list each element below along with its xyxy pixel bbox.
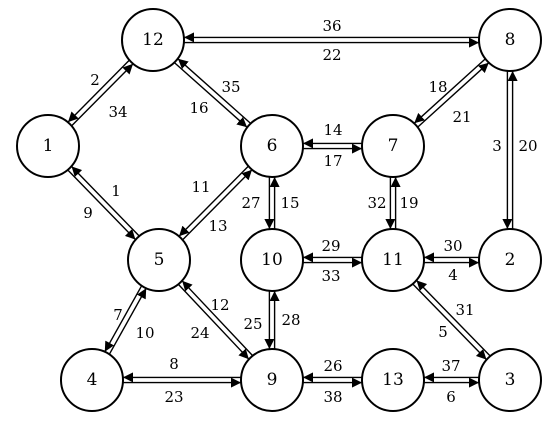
node-label-7: 7: [388, 136, 399, 156]
node-circle-4: [60, 348, 124, 412]
edge-label-13-to-3: 37: [441, 357, 460, 375]
edge-label-6-to-5: 13: [208, 217, 227, 235]
node-13: 13: [361, 348, 425, 412]
node-label-11: 11: [382, 250, 404, 270]
edge-label-10-to-11: 29: [321, 237, 340, 255]
edge-label-11-to-2: 30: [443, 237, 462, 255]
node-circle-12: [121, 8, 185, 72]
node-5: 5: [127, 228, 191, 292]
node-2: 2: [478, 228, 542, 292]
node-9: 9: [240, 348, 304, 412]
edge-label-7-to-8: 18: [428, 78, 447, 96]
edge-label-9-to-4: 23: [164, 388, 183, 406]
edge-arrow-12-to-6: [173, 62, 248, 128]
edge-arrow-6-to-12: [177, 58, 252, 124]
edge-arrow-5-to-9: [177, 283, 250, 360]
node-label-3: 3: [505, 370, 516, 390]
edge-label-11-to-7: 32: [367, 194, 386, 212]
edge-label-12-to-6: 35: [221, 78, 240, 96]
node-6: 6: [240, 114, 304, 178]
edge-label-3-to-13: 6: [446, 388, 456, 406]
edge-label-9-to-10: 25: [243, 315, 262, 333]
node-circle-5: [127, 228, 191, 292]
node-label-12: 12: [142, 30, 164, 50]
edge-arrow-9-to-5: [181, 280, 254, 357]
edge-label-8-to-2: 20: [518, 137, 537, 155]
edge-label-6-to-7: 14: [323, 121, 342, 139]
edge-label-1-to-12: 2: [90, 71, 100, 89]
node-1: 1: [16, 114, 80, 178]
edge-label-11-to-10: 33: [321, 267, 340, 285]
node-circle-1: [16, 114, 80, 178]
node-label-9: 9: [267, 370, 278, 390]
edge-label-11-to-3: 31: [455, 301, 474, 319]
node-circle-7: [361, 114, 425, 178]
edge-label-10-to-9: 28: [281, 311, 300, 329]
node-10: 10: [240, 228, 304, 292]
node-label-6: 6: [267, 136, 278, 156]
edge-label-1-to-5: 9: [83, 204, 93, 222]
edge-label-2-to-11: 4: [448, 266, 458, 284]
node-label-4: 4: [87, 370, 98, 390]
node-circle-8: [478, 8, 542, 72]
edge-arrow-1-to-5: [67, 169, 137, 241]
node-circle-3: [478, 348, 542, 412]
node-11: 11: [361, 228, 425, 292]
edge-arrow-8-to-7: [413, 58, 486, 124]
edge-label-4-to-5: 7: [113, 306, 123, 324]
edge-arrow-1-to-12: [71, 63, 134, 127]
node-label-13: 13: [382, 370, 404, 390]
node-3: 3: [478, 348, 542, 412]
node-12: 12: [121, 8, 185, 72]
node-label-1: 1: [43, 136, 54, 156]
edge-label-13-to-9: 38: [323, 388, 342, 406]
edge-arrow-6-to-5: [178, 165, 249, 237]
edge-label-3-to-11: 5: [438, 323, 448, 341]
node-4: 4: [60, 348, 124, 412]
edge-label-12-to-1: 34: [108, 103, 127, 121]
edge-arrow-12-to-1: [67, 59, 130, 123]
node-circle-10: [240, 228, 304, 292]
node-circle-2: [478, 228, 542, 292]
node-8: 8: [478, 8, 542, 72]
edge-arrow-5-to-6: [182, 169, 253, 241]
node-circle-9: [240, 348, 304, 412]
edge-label-8-to-7: 21: [452, 108, 471, 126]
edge-arrow-5-to-4: [104, 285, 143, 353]
edge-label-5-to-6: 11: [191, 178, 210, 196]
edge-label-6-to-12: 16: [189, 99, 208, 117]
node-circle-13: [361, 348, 425, 412]
edge-label-4-to-9: 8: [169, 355, 179, 373]
edge-label-12-to-8: 36: [322, 17, 341, 35]
edge-arrow-5-to-1: [70, 165, 140, 237]
edge-arrow-11-to-3: [412, 283, 488, 361]
edge-label-7-to-6: 17: [323, 152, 342, 170]
node-label-8: 8: [505, 30, 516, 50]
node-label-5: 5: [154, 250, 165, 270]
edge-label-10-to-6: 27: [241, 194, 260, 212]
node-label-10: 10: [261, 250, 283, 270]
node-circle-6: [240, 114, 304, 178]
edge-arrow-4-to-5: [108, 287, 147, 355]
edges-layer: [67, 32, 518, 388]
edge-label-8-to-12: 22: [322, 46, 341, 64]
edge-label-5-to-9: 12: [210, 296, 229, 314]
node-label-2: 2: [505, 250, 516, 270]
edge-arrow-3-to-11: [415, 279, 491, 357]
edge-arrow-7-to-8: [417, 62, 490, 128]
edge-label-6-to-10: 15: [280, 194, 299, 212]
node-circle-11: [361, 228, 425, 292]
edge-label-7-to-11: 19: [399, 194, 418, 212]
edge-label-5-to-4: 10: [135, 324, 154, 342]
node-7: 7: [361, 114, 425, 178]
edge-label-5-to-1: 1: [111, 182, 121, 200]
edge-label-9-to-5: 24: [190, 324, 209, 342]
edge-label-9-to-13: 26: [323, 357, 342, 375]
edge-label-2-to-8: 3: [492, 137, 502, 155]
